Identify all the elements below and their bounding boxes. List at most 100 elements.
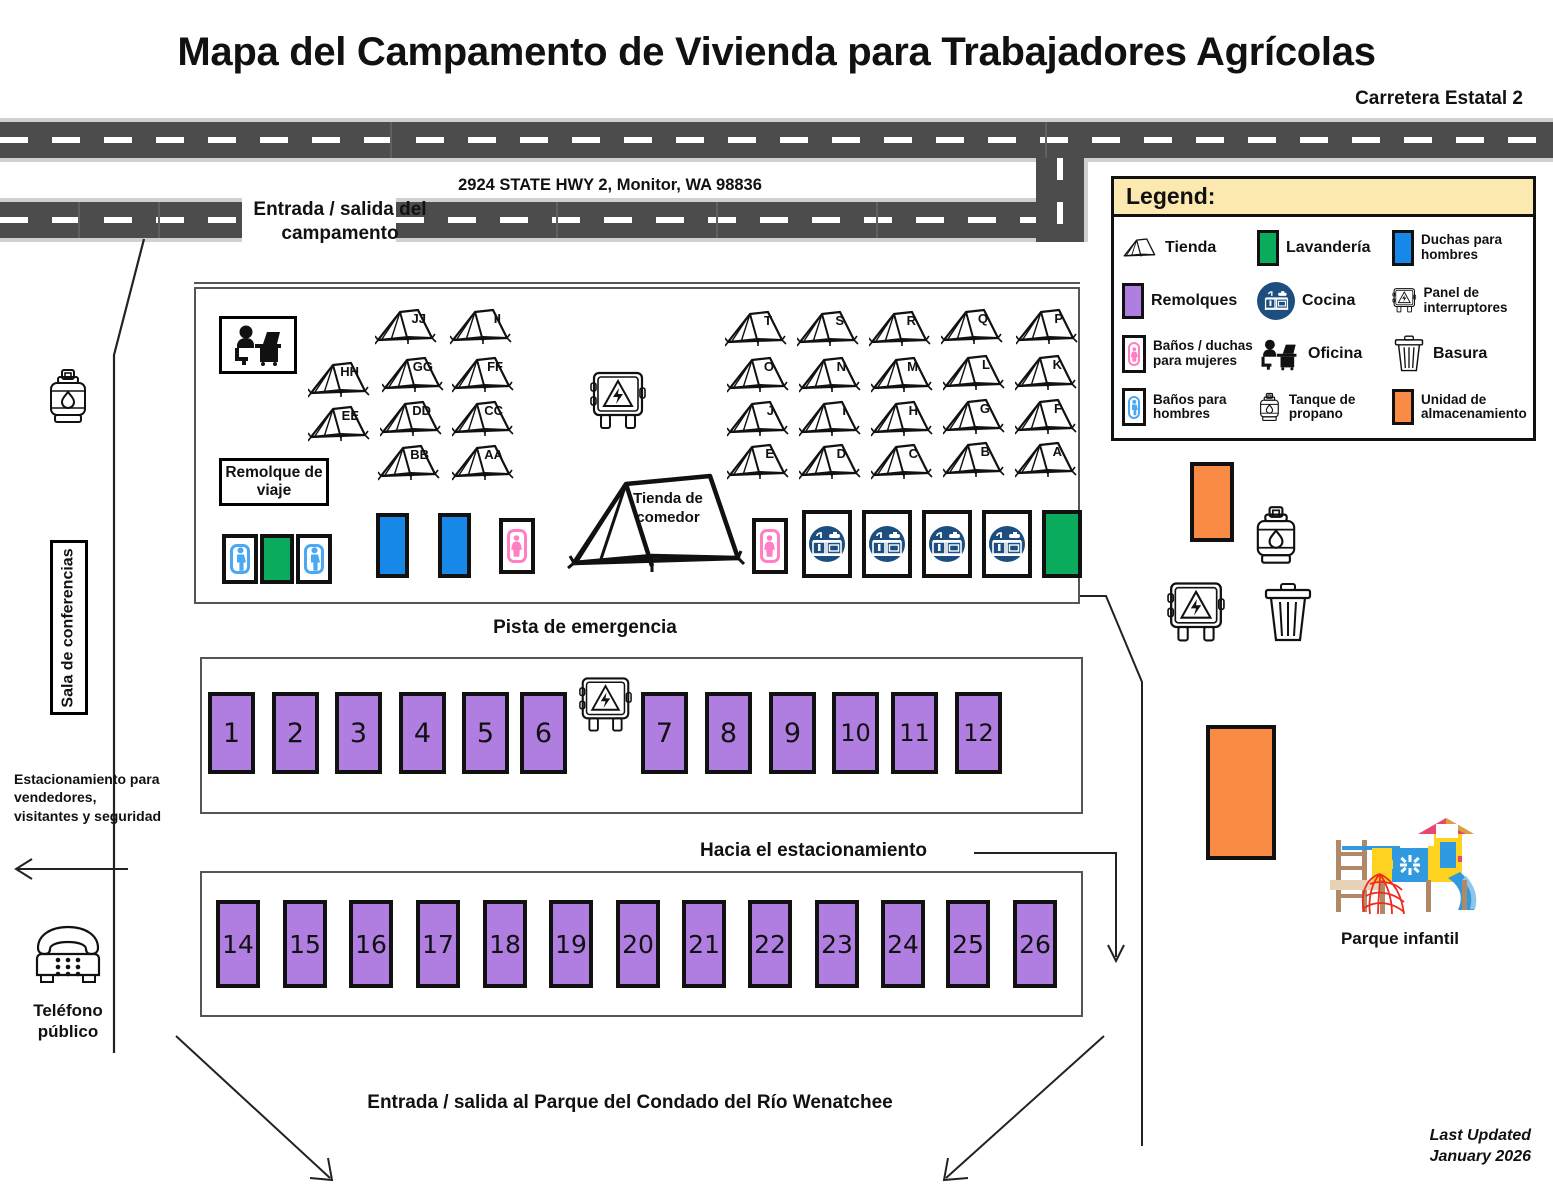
trailer-unit-5: 5 bbox=[462, 692, 509, 774]
conference-room-box: Sala de conferencias bbox=[50, 540, 88, 715]
tent-label: B bbox=[980, 444, 990, 459]
trailer-unit-24: 24 bbox=[881, 900, 925, 988]
legend-label-banos-hombres: Baños para hombres bbox=[1153, 391, 1227, 422]
legend-item-banos-hombres: Baños para hombres bbox=[1122, 381, 1257, 434]
state-highway-road bbox=[0, 118, 1553, 162]
trailer-unit-8: 8 bbox=[705, 692, 752, 774]
legend-label-tienda: Tienda bbox=[1165, 238, 1217, 256]
breaker-panel-icon-row1 bbox=[578, 675, 633, 735]
laundry-block-east bbox=[1042, 510, 1082, 578]
tent-icon bbox=[1123, 237, 1156, 257]
tent-JJ: JJ bbox=[375, 305, 439, 349]
travel-trailer-label: Remolque de viaje bbox=[225, 464, 323, 499]
page-title: Mapa del Campamento de Vivienda para Tra… bbox=[177, 30, 1376, 74]
trailer-unit-15: 15 bbox=[283, 900, 327, 988]
office-icon bbox=[235, 325, 281, 366]
propane-tank-icon bbox=[1260, 392, 1279, 421]
tent-label: II bbox=[493, 311, 501, 326]
playground-icon bbox=[1318, 812, 1488, 930]
legend-item-banos-mujeres: Baños / duchas para mujeres bbox=[1122, 328, 1257, 381]
tent-T: T bbox=[725, 307, 789, 351]
mens-shower-2 bbox=[438, 513, 471, 578]
tent-label: O bbox=[763, 359, 774, 374]
tent-O: O bbox=[727, 353, 791, 397]
mens-shower-swatch bbox=[1392, 229, 1414, 266]
trailer-unit-25: 25 bbox=[946, 900, 990, 988]
playground-label: Parque infantil bbox=[1340, 929, 1460, 948]
camp-access-road-main bbox=[396, 198, 1058, 242]
tent-label: AA bbox=[484, 447, 503, 462]
trailer-unit-16: 16 bbox=[349, 900, 393, 988]
legend-item-lavanderia: Lavandería bbox=[1257, 221, 1392, 274]
trailer-unit-7: 7 bbox=[641, 692, 688, 774]
tent-label: I bbox=[842, 403, 846, 418]
public-phone-icon bbox=[28, 920, 108, 986]
tent-D: D bbox=[799, 440, 863, 484]
legend-item-basura: Basura bbox=[1392, 328, 1527, 381]
trailer-unit-9: 9 bbox=[769, 692, 816, 774]
trailer-unit-23: 23 bbox=[815, 900, 859, 988]
trailer-unit-14: 14 bbox=[216, 900, 260, 988]
trailer-unit-22: 22 bbox=[748, 900, 792, 988]
highway-label: Carretera Estatal 2 bbox=[1355, 88, 1523, 109]
park-exit-arrow bbox=[175, 1035, 334, 1182]
legend-panel: Legend: Tienda Lavandería Duchas para ho… bbox=[1111, 176, 1536, 441]
camp-access-road-left bbox=[0, 198, 242, 242]
legend-label-propano: Tanque de propano bbox=[1288, 391, 1356, 422]
laundry-block-west bbox=[260, 534, 294, 584]
tent-R: R bbox=[869, 307, 933, 351]
tent-label: FF bbox=[487, 359, 503, 374]
trash-icon-east bbox=[1262, 582, 1314, 644]
tent-label: HH bbox=[340, 364, 359, 379]
legend-item-oficina: Oficina bbox=[1257, 328, 1392, 381]
camp-address: 2924 STATE HWY 2, Monitor, WA 98836 bbox=[458, 176, 762, 194]
tent-HH: HH bbox=[308, 358, 372, 402]
trailer-unit-26: 26 bbox=[1013, 900, 1057, 988]
camp-entrance-label: Entrada / salida del campamento bbox=[253, 199, 427, 244]
tent-label: GG bbox=[412, 359, 433, 374]
tent-label: J bbox=[766, 403, 774, 418]
mens-restroom-left bbox=[222, 534, 258, 584]
tent-label: N bbox=[836, 359, 846, 374]
travel-trailer-box: Remolque de viaje bbox=[219, 458, 329, 506]
storage-unit-south bbox=[1206, 725, 1276, 860]
to-parking-label: Hacia el estacionamiento bbox=[700, 840, 928, 861]
tent-label: K bbox=[1052, 357, 1062, 372]
kitchen-1 bbox=[802, 510, 852, 578]
south-exit-arrow bbox=[942, 1035, 1105, 1182]
tent-label: H bbox=[908, 403, 918, 418]
tent-area-plot bbox=[194, 287, 1080, 604]
breaker-panel-icon bbox=[589, 370, 647, 432]
last-updated-label: Last Updated January 2026 bbox=[1430, 1126, 1531, 1168]
mens-restroom-right bbox=[296, 534, 332, 584]
legend-label-cocina: Cocina bbox=[1302, 292, 1356, 310]
legend-item-duchas-hombres: Duchas para hombres bbox=[1392, 221, 1527, 274]
tent-label: BB bbox=[410, 447, 429, 462]
tent-label: F bbox=[1054, 401, 1062, 416]
tent-label: CC bbox=[484, 403, 503, 418]
trailer-row-2-plot bbox=[200, 871, 1083, 1017]
tent-N: N bbox=[799, 353, 863, 397]
trailer-unit-10: 10 bbox=[832, 692, 879, 774]
trailer-unit-4: 4 bbox=[399, 692, 446, 774]
last-updated-line2: January 2026 bbox=[1429, 1148, 1531, 1166]
tent-AA: AA bbox=[452, 441, 516, 485]
womens-restroom-west bbox=[499, 518, 535, 574]
emergency-lane-label: Pista de emergencia bbox=[493, 617, 677, 638]
trailer-unit-19: 19 bbox=[549, 900, 593, 988]
trailer-unit-3: 3 bbox=[335, 692, 382, 774]
trailer-unit-1: 1 bbox=[208, 692, 255, 774]
tent-label: C bbox=[908, 446, 918, 461]
tent-I: I bbox=[799, 397, 863, 441]
entrance-driveway-line bbox=[112, 238, 146, 1053]
legend-label-basura: Basura bbox=[1433, 345, 1488, 363]
trailer-unit-12: 12 bbox=[955, 692, 1002, 774]
trailer-unit-6: 6 bbox=[520, 692, 567, 774]
tent-label: S bbox=[835, 313, 844, 328]
womens-restroom-east bbox=[752, 518, 788, 574]
dining-tent-label: Tienda de comedor bbox=[633, 490, 703, 526]
kitchen-icon bbox=[1257, 281, 1295, 320]
